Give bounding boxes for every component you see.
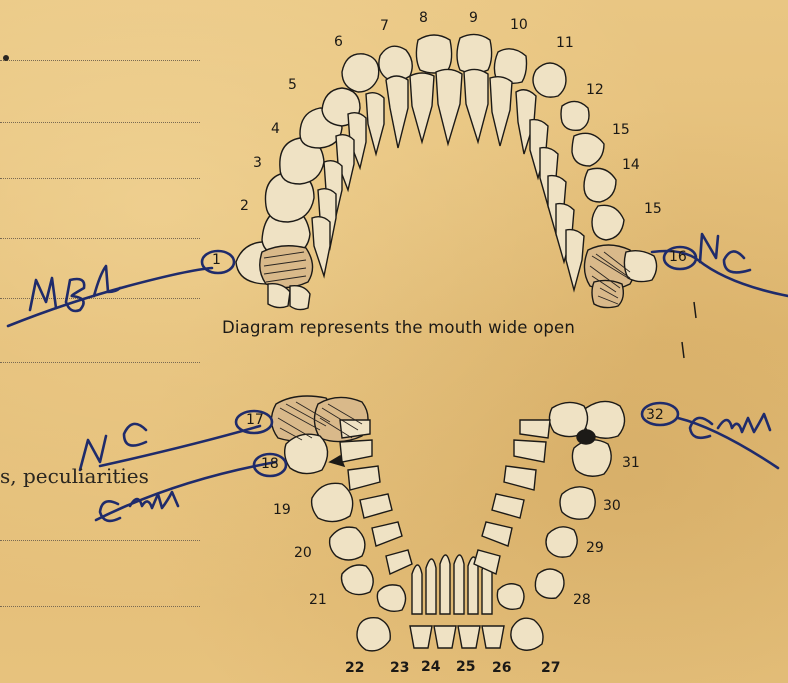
form-field-label: s, peculiarities xyxy=(0,464,149,488)
ink-letter xyxy=(30,278,56,310)
tooth-number: 16 xyxy=(669,249,687,265)
tooth-19 xyxy=(312,483,353,521)
tooth-26 xyxy=(482,626,504,648)
tooth-28 xyxy=(535,569,564,598)
tooth-number: 15 xyxy=(644,201,662,217)
tooth-number: 8 xyxy=(419,10,428,26)
tooth-number: 25 xyxy=(456,659,475,675)
tooth-number: 9 xyxy=(469,10,478,26)
tooth-23 xyxy=(410,626,432,648)
tooth-22 xyxy=(357,618,390,651)
tooth-27 xyxy=(511,618,543,650)
tooth-number: 7 xyxy=(380,18,389,34)
tooth-number: 32 xyxy=(646,407,664,423)
tooth-6 xyxy=(342,54,379,92)
tooth-18 xyxy=(285,434,328,473)
tooth-number: 10 xyxy=(510,17,528,33)
tooth-number: 4 xyxy=(271,121,280,137)
tooth-number: 23 xyxy=(390,660,409,676)
tooth-number: 29 xyxy=(586,540,604,556)
tooth-8 xyxy=(416,35,451,73)
tooth-number: 27 xyxy=(541,660,560,676)
tooth-number: 5 xyxy=(288,77,297,93)
lower-arch xyxy=(271,396,624,651)
tooth-24 xyxy=(434,626,456,648)
tooth-number: 24 xyxy=(421,659,440,675)
tooth-number: 18 xyxy=(261,456,279,472)
tooth-12 xyxy=(561,101,589,130)
tooth-number: 15 xyxy=(612,122,630,138)
tooth-29 xyxy=(546,527,577,557)
tooth-number: 28 xyxy=(573,592,591,608)
tooth-number: 21 xyxy=(309,592,327,608)
tooth-number: 11 xyxy=(556,35,574,51)
tooth-30 xyxy=(560,487,595,519)
diagram-caption: Diagram represents the mouth wide open xyxy=(222,318,575,337)
tooth-number: 6 xyxy=(334,34,343,50)
tooth-number: 22 xyxy=(345,660,364,676)
tooth-number: 12 xyxy=(586,82,604,98)
tooth-15a xyxy=(572,133,604,166)
tooth-25 xyxy=(458,626,480,648)
tooth-number: 31 xyxy=(622,455,640,471)
tooth-number: 2 xyxy=(240,198,249,214)
tooth-14 xyxy=(584,168,616,202)
tooth-number: 30 xyxy=(603,498,621,514)
tooth-number: 17 xyxy=(246,412,264,428)
tooth-21 xyxy=(342,565,374,595)
ink-line xyxy=(8,268,212,326)
tooth-number: 20 xyxy=(294,545,312,561)
tooth-15b xyxy=(592,205,624,240)
tooth-9 xyxy=(457,34,492,73)
tooth-number: 14 xyxy=(622,157,640,173)
tooth-20 xyxy=(330,527,365,560)
tooth-number: 19 xyxy=(273,502,291,518)
tooth-number: 3 xyxy=(253,155,262,171)
tooth-number: 1 xyxy=(212,252,221,268)
tooth-11 xyxy=(533,63,566,97)
tooth-number: 26 xyxy=(492,660,511,676)
tooth-31 xyxy=(572,440,611,476)
